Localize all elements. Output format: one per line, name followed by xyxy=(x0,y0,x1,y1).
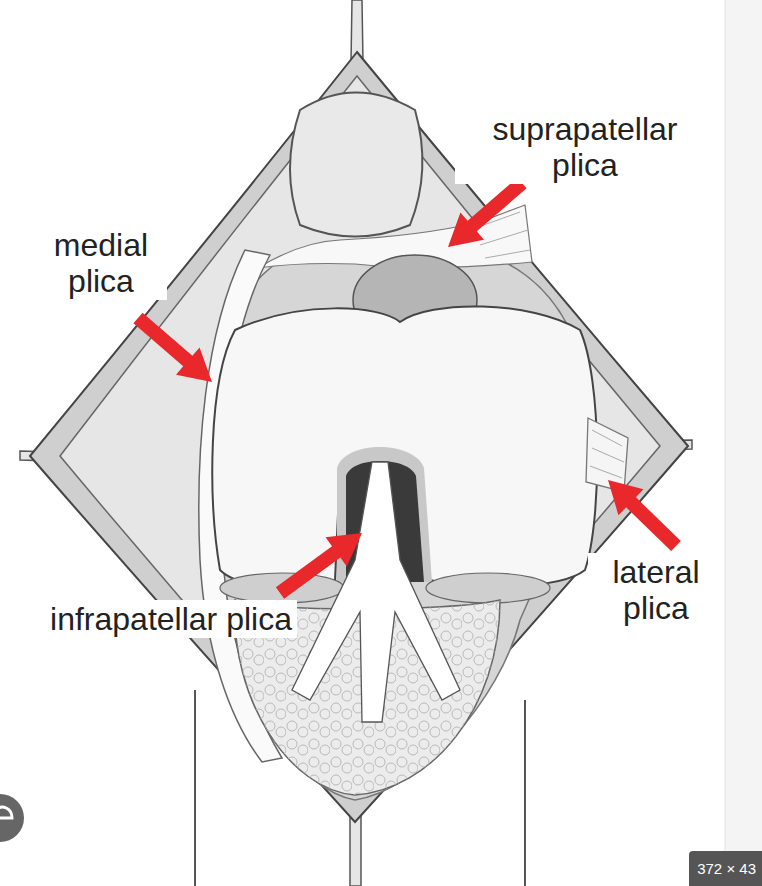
side-panel xyxy=(725,0,762,886)
femoral-condyles xyxy=(212,306,597,586)
patella xyxy=(290,93,422,237)
part-label: medial plica xyxy=(35,226,167,300)
part-label: infrapatellar plica xyxy=(45,600,297,638)
infrapatellar-plica xyxy=(292,462,460,722)
pointer-arrow xyxy=(276,533,362,599)
pointer-arrow xyxy=(608,480,681,551)
lateral-plica xyxy=(586,418,628,492)
logo-icon xyxy=(0,794,24,842)
image-size-badge: 372 × 43 xyxy=(689,851,762,886)
meniscus xyxy=(426,573,550,603)
pointer-arrow xyxy=(133,313,212,382)
part-label: suprapatellar plica xyxy=(455,110,715,184)
part-label: lateral plica xyxy=(588,553,724,627)
pointer-arrow xyxy=(448,178,527,247)
